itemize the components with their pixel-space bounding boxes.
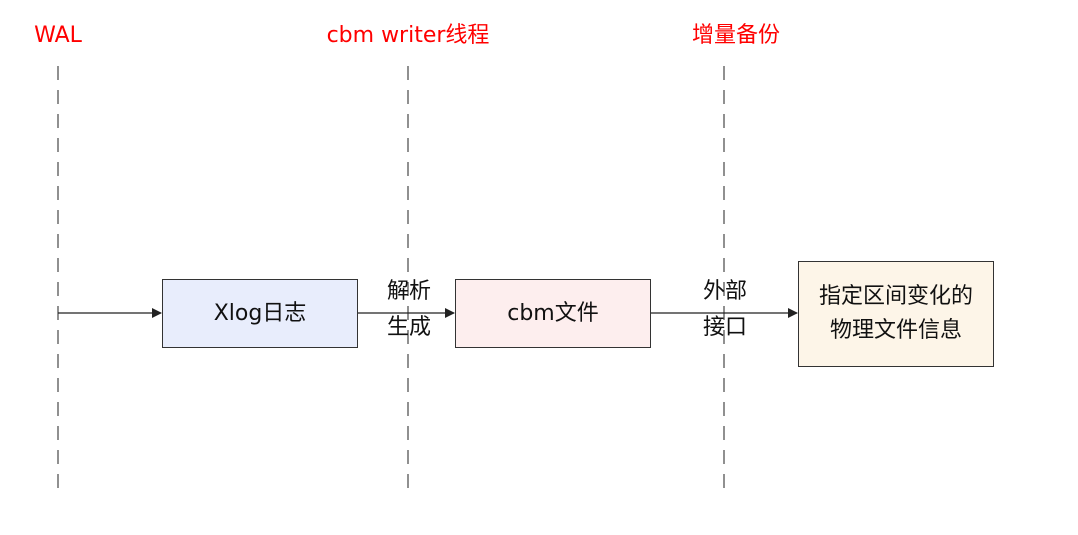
parse-label-line2: 生成 (386, 315, 432, 340)
cbm-file-node: cbm文件 (455, 279, 651, 348)
result-node-label-line2: 物理文件信息 (829, 318, 962, 343)
parse-generate-label: 解析 生成 (387, 274, 431, 346)
lane-title-wal: WAL (34, 23, 82, 48)
parse-label-line1: 解析 (386, 279, 432, 304)
cbm-file-node-label: cbm文件 (507, 300, 599, 326)
external-interface-label: 外部 接口 (703, 274, 747, 346)
lane-title-cbm-writer: cbm writer线程 (326, 23, 490, 48)
interface-label-line1: 外部 (702, 279, 748, 304)
lane-title-incremental-backup: 增量备份 (691, 23, 781, 48)
interface-label-line2: 接口 (702, 315, 748, 340)
xlog-node: Xlog日志 (162, 279, 358, 348)
result-node: 指定区间变化的 物理文件信息 (798, 261, 994, 367)
xlog-node-label: Xlog日志 (213, 300, 307, 326)
result-node-label-line1: 指定区间变化的 (818, 284, 973, 309)
